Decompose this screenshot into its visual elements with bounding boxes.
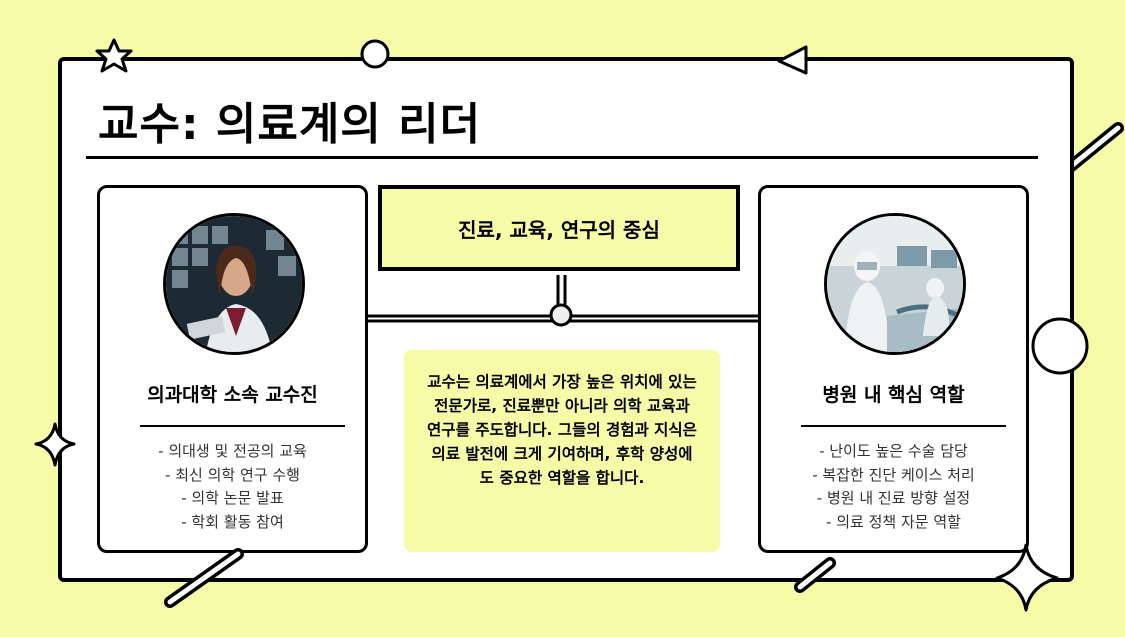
card-faculty: 의과대학 소속 교수진 - 의대생 및 전공의 교육 - 최신 의학 연구 수행… (97, 185, 368, 553)
role-list: - 난이도 높은 수술 담당 - 복잡한 진단 케이스 처리 - 병원 내 진료… (761, 440, 1026, 534)
list-item: - 최신 의학 연구 수행 (165, 465, 300, 484)
duty-list: - 의대생 및 전공의 교육 - 최신 의학 연구 수행 - 의학 논문 발표 … (100, 440, 365, 534)
list-item: - 난이도 높은 수술 담당 (819, 442, 968, 460)
card-divider (140, 425, 345, 427)
card-divider (801, 425, 1006, 427)
triangle-icon (777, 45, 808, 75)
sparkle-star-icon (995, 543, 1059, 612)
card-heading: 의과대학 소속 교수진 (147, 384, 318, 406)
list-item: - 복잡한 진단 케이스 처리 (812, 465, 975, 484)
list-item: - 의학 논문 발표 (181, 489, 284, 507)
circle-icon (360, 39, 390, 69)
large-circle-icon (1031, 317, 1089, 375)
description-box: 교수는 의료계에서 가장 높은 위치에 있는 전문가로, 진료뿐만 아니라 의학… (404, 350, 720, 552)
list-item: - 병원 내 진료 방향 설정 (816, 489, 971, 507)
doctor-photo (163, 213, 305, 355)
star-outline-icon (95, 38, 133, 73)
diagonal-bar-bottom-left (164, 548, 244, 608)
connector-node (549, 303, 573, 327)
center-heading: 진료, 교육, 연구의 중심 (458, 217, 660, 242)
list-item: - 의료 정책 자문 역할 (826, 512, 961, 531)
title-divider (86, 156, 1038, 159)
card-hospital: 병원 내 핵심 역할 - 난이도 높은 수술 담당 - 복잡한 진단 케이스 처… (758, 185, 1029, 553)
list-item: - 학회 활동 참여 (181, 512, 284, 531)
diagonal-bar-bottom-center (794, 557, 836, 593)
list-item: - 의대생 및 전공의 교육 (158, 442, 307, 460)
page-title: 교수: 의료계의 리더 (98, 99, 482, 150)
description-text: 교수는 의료계에서 가장 높은 위치에 있는 전문가로, 진료뿐만 아니라 의학… (427, 373, 697, 487)
center-heading-box: 진료, 교육, 연구의 중심 (378, 185, 740, 271)
sparkle-icon (34, 422, 76, 467)
card-heading: 병원 내 핵심 역할 (822, 384, 965, 406)
